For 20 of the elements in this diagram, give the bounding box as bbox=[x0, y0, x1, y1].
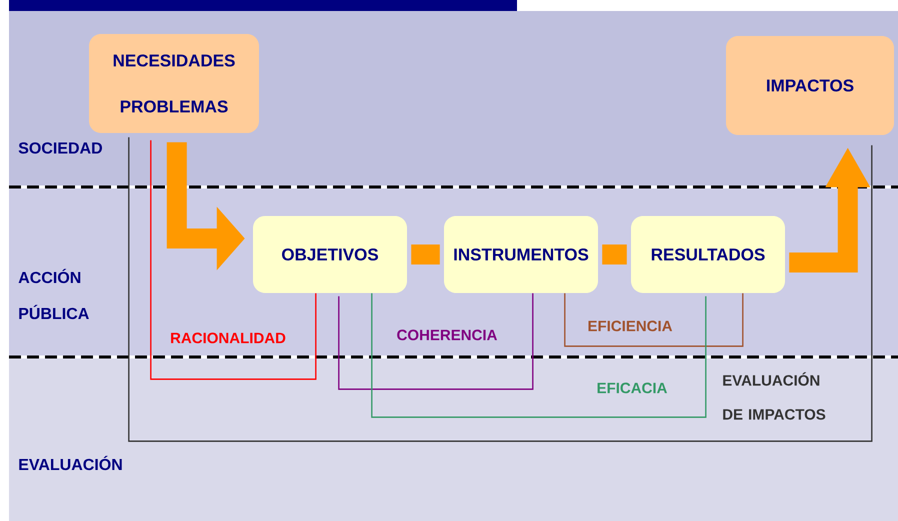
bracket-line bbox=[338, 293, 534, 390]
edge-label: EFICIENCIA bbox=[586, 320, 674, 332]
bracket-line bbox=[150, 140, 316, 380]
connector-bar bbox=[411, 244, 440, 264]
edge-label: RACIONALIDAD bbox=[169, 332, 287, 344]
process-box: RESULTADOS bbox=[631, 216, 785, 293]
bracket-line bbox=[564, 293, 744, 347]
process-box: INSTRUMENTOS bbox=[444, 216, 598, 293]
edge-label: COHERENCIA bbox=[396, 328, 498, 342]
problem-box: NECESIDADES PROBLEMAS bbox=[89, 34, 259, 133]
edge-label: EVALUACIÓN DE IMPACTOS bbox=[721, 371, 842, 421]
impact-box: IMPACTOS bbox=[726, 36, 894, 135]
section-label: ACCIÓN PÚBLICA bbox=[18, 268, 89, 320]
bracket-line bbox=[128, 137, 872, 442]
bracket-line bbox=[371, 293, 706, 418]
section-label: EVALUACIÓN bbox=[19, 456, 122, 470]
section-label: SOCIEDAD bbox=[18, 142, 102, 154]
edge-label: EFICACIA bbox=[596, 382, 668, 394]
connector-bar bbox=[602, 244, 627, 264]
process-box: OBJETIVOS bbox=[253, 216, 407, 293]
